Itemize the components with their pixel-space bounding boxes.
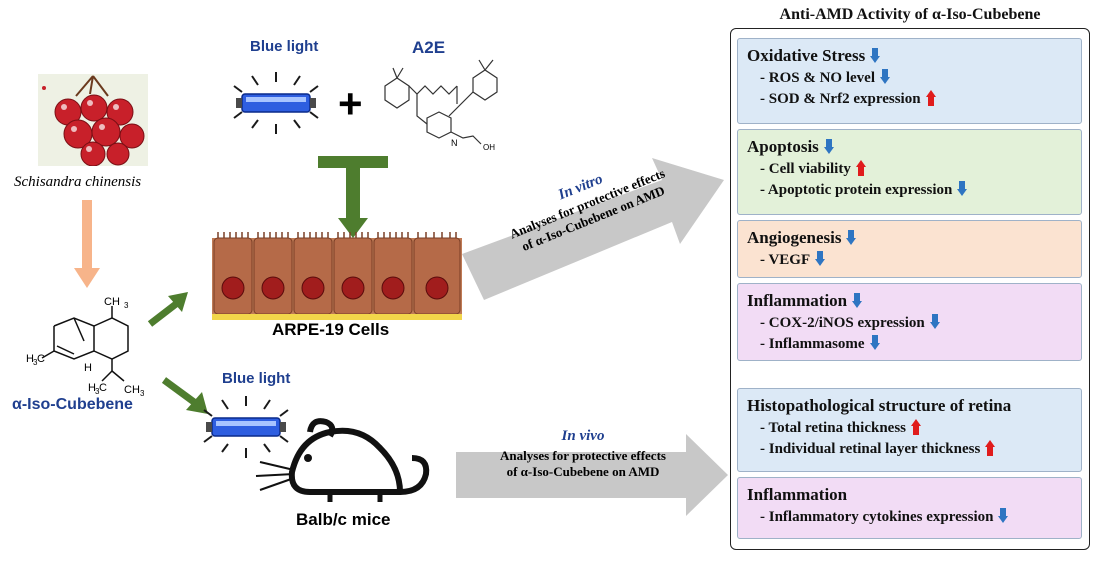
box-heading: Inflammation [747,485,848,504]
box-heading: Apoptosis [747,137,1081,157]
decrease-arrow-icon [929,314,940,330]
inhibition-symbol [318,156,388,238]
box-histopathology: Histopathological structure of retina - … [737,388,1082,472]
extraction-arrow [74,200,100,288]
svg-text:N: N [451,138,458,148]
box-inflammation-vivo: Inflammation - Inflammatory cytokines ex… [737,477,1082,539]
decrease-arrow-icon [815,251,826,267]
blue-light-tube-icon-2 [203,396,289,458]
mice-label: Balb/c mice [296,510,391,529]
a2e-structure: N OH [384,59,498,152]
svg-text:C: C [37,353,45,365]
box-item: - Inflammasome [760,335,1081,353]
decrease-arrow-icon [869,335,880,351]
box-heading: Oxidative Stress [747,46,1081,66]
svg-text:3: 3 [33,358,38,367]
box-apoptosis: Apoptosis - Cell viability - Apoptotic p… [737,129,1082,215]
box-angiogenesis: Angiogenesis - VEGF [737,220,1082,278]
box-item: - Apoptotic protein expression [760,181,1081,199]
decrease-arrow-icon [823,139,834,155]
mouse-icon [255,418,430,502]
arrow-to-in-vitro [147,292,188,327]
increase-arrow-icon [925,90,936,106]
schisandra-berries-illustration [38,74,148,166]
svg-text:OH: OH [483,143,495,152]
increase-arrow-icon [985,440,996,456]
box-oxidative-stress: Oxidative Stress - ROS & NO level - SOD … [737,38,1082,124]
svg-text:3: 3 [95,387,100,396]
decrease-arrow-icon [870,48,881,64]
increase-arrow-icon [855,160,866,176]
in-vivo-analysis-line1: Analyses for protective effects [500,448,666,463]
decrease-arrow-icon [879,69,890,85]
box-item: - Cell viability [760,160,1081,178]
in-vivo-analysis-line2: of α-Iso-Cubebene on AMD [506,464,660,479]
svg-text:3: 3 [140,389,144,396]
in-vivo-analysis-arrow [456,434,728,516]
compound-name: α-Iso-Cubebene [12,396,133,413]
in-vivo-analysis-text: In vivo Analyses for protective effects … [468,428,698,480]
svg-text:H: H [26,353,34,365]
blue-light-tube-icon [233,72,319,134]
plus-sign: + [338,80,363,127]
arpe19-cells-illustration [212,232,462,320]
in-vivo-method-label: In vivo [561,428,605,444]
plant-name: Schisandra chinensis [14,174,142,190]
in-vitro-light-label: Blue light [250,38,319,55]
in-vitro-analysis-arrow [462,158,724,300]
iso-cubebene-structure: CH 3 H 3 C H H 3 C CH 3 [26,296,144,396]
arrow-to-in-vivo [161,377,208,414]
svg-text:H: H [84,362,92,374]
decrease-arrow-icon [998,508,1009,524]
svg-text:3: 3 [124,301,129,310]
svg-text:CH: CH [104,296,120,308]
increase-arrow-icon [911,419,921,435]
panel-title: Anti-AMD Activity of α-Iso-Cubebene [779,6,1041,23]
box-item: - ROS & NO level [760,69,1081,87]
box-item: - VEGF [760,251,1081,269]
svg-text:H: H [88,382,96,394]
box-item: - Total retina thickness [760,419,1081,437]
box-item: - Individual retinal layer thickness [760,440,1081,458]
box-heading: Angiogenesis [747,228,1081,248]
box-item: - SOD & Nrf2 expression [760,90,1081,108]
box-item: - Inflammatory cytokines expression [760,508,1081,526]
svg-text:CH: CH [124,384,140,396]
a2e-label: A2E [412,38,446,57]
decrease-arrow-icon [846,230,857,246]
in-vivo-light-label: Blue light [222,370,291,387]
cells-label: ARPE-19 Cells [272,320,390,339]
box-inflammation-vitro: Inflammation - COX-2/iNOS expression - I… [737,283,1082,361]
decrease-arrow-icon [852,293,863,309]
decrease-arrow-icon [957,181,968,197]
box-item: - COX-2/iNOS expression [760,314,1081,332]
box-heading: Inflammation [747,291,1081,311]
box-heading: Histopathological structure of retina [747,396,1012,415]
svg-text:C: C [99,382,107,394]
